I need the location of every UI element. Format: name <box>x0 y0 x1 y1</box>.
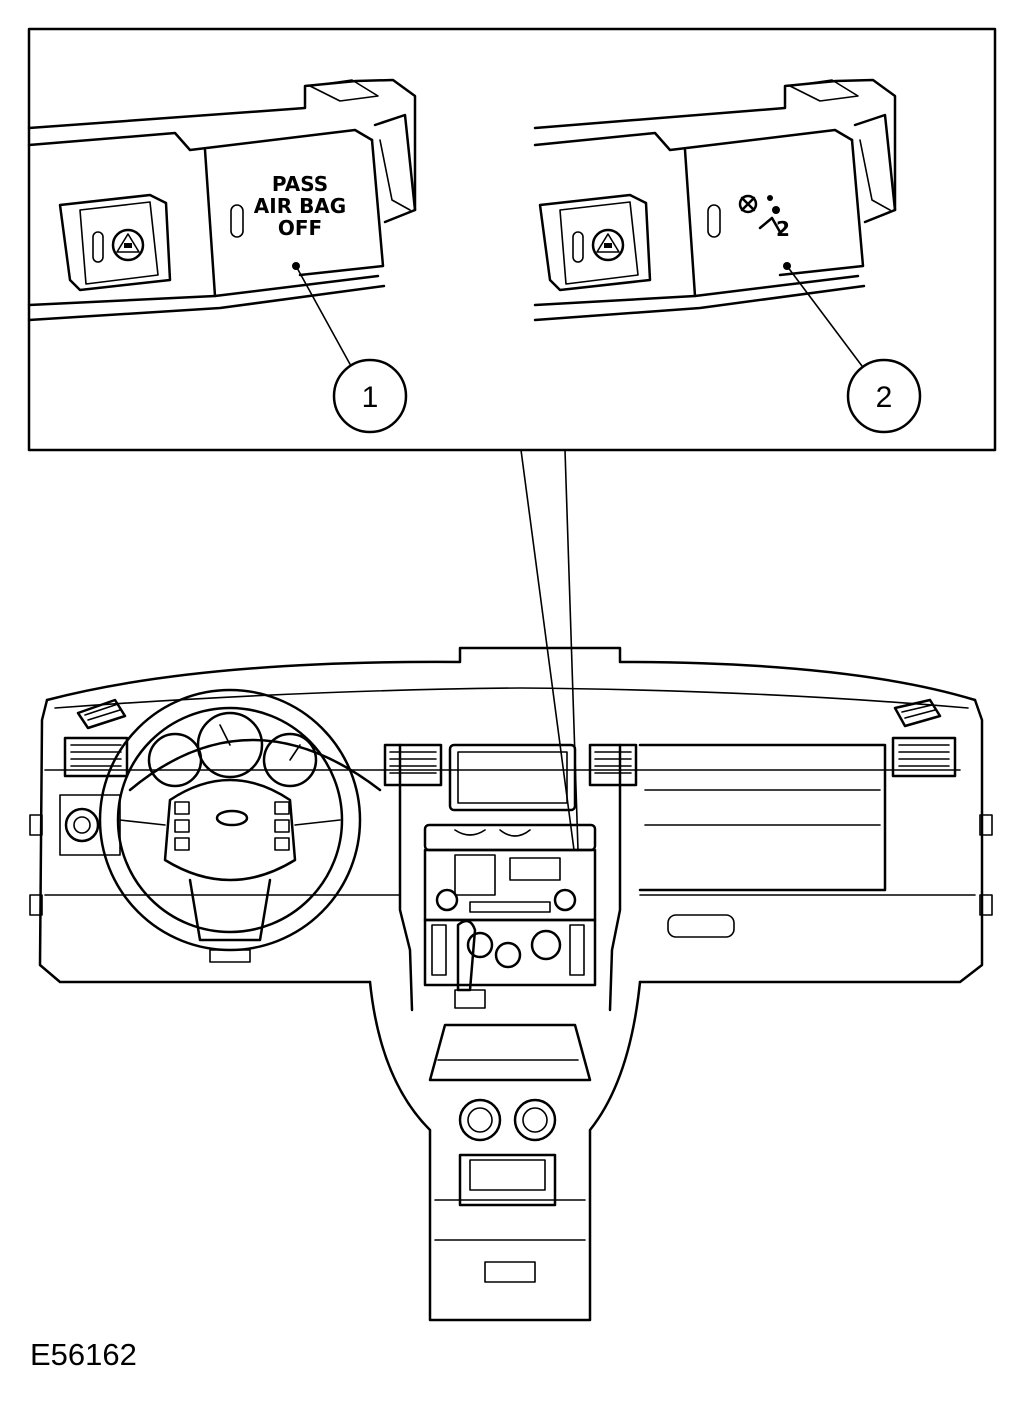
passenger-airbag-off-icon: 2 <box>738 194 790 241</box>
switch-1-line-3: OFF <box>278 216 322 240</box>
hazard-warning-icon <box>111 228 145 262</box>
switch-panel-1: PASS AIR BAG OFF <box>27 78 417 322</box>
switch-1-line-2: AIR BAG <box>254 194 346 218</box>
callout-2-number: 2 <box>876 381 893 414</box>
airbag-symbol-digit: 2 <box>776 217 790 241</box>
figure-id: E56162 <box>30 1337 137 1372</box>
hazard-warning-icon-2 <box>591 228 625 262</box>
dashboard <box>29 646 993 1322</box>
inset-frame <box>27 27 997 452</box>
steering-wheel <box>98 688 362 952</box>
inset-leader-lines <box>520 449 579 851</box>
switch-panel-2: 2 <box>533 78 897 322</box>
callout-2: 2 <box>786 265 922 434</box>
callout-1: 1 <box>295 265 408 434</box>
switch-1-line-1: PASS <box>272 172 328 196</box>
callout-1-number: 1 <box>362 381 379 414</box>
